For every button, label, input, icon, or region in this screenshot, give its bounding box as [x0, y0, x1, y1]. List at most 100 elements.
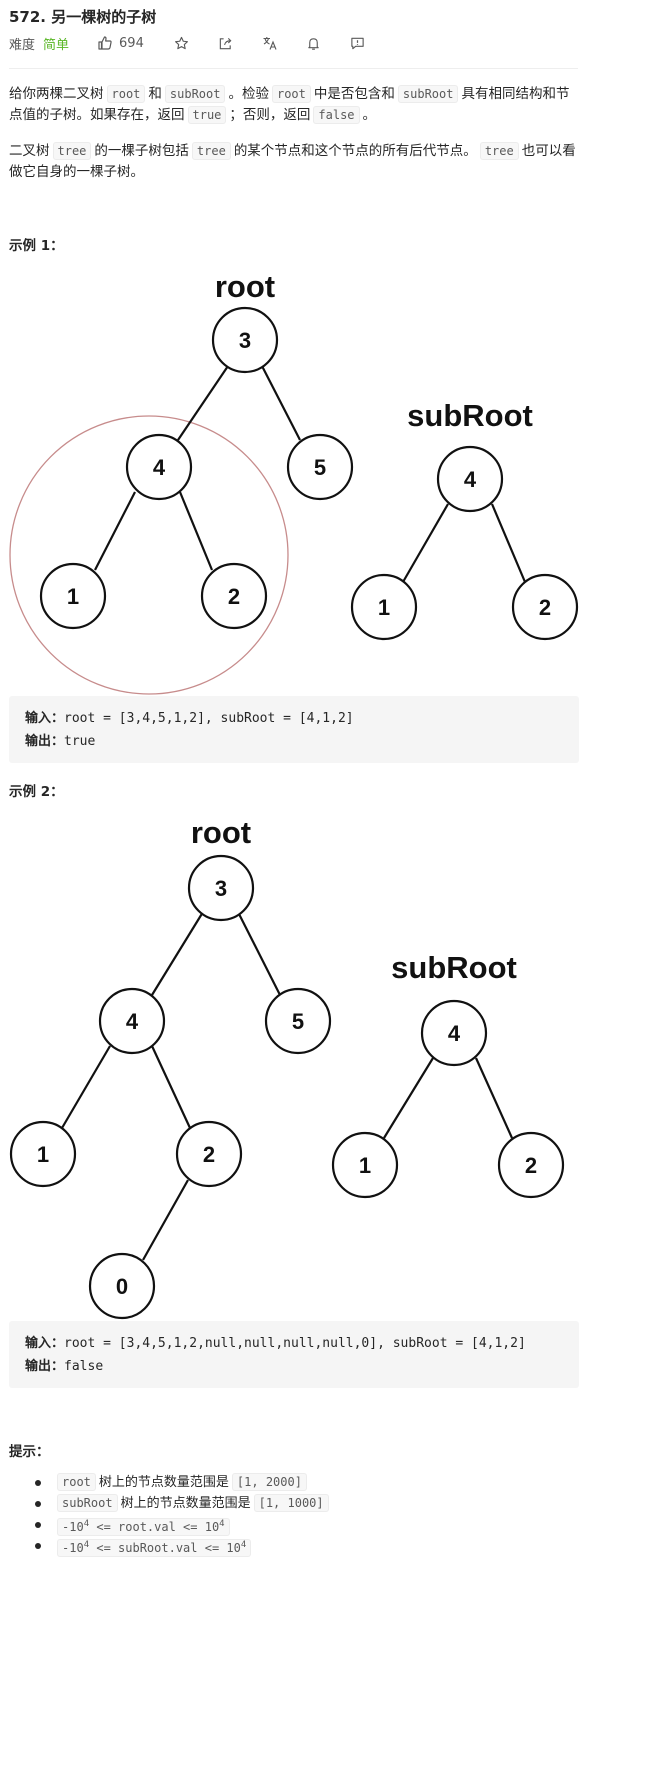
example-1-tree-diagram: root subRoot 3 4 5 1 2 4 1 [9, 269, 579, 695]
example-2-code-block: 输入：root = [3,4,5,1,2,null,null,null,null… [9, 1321, 579, 1388]
comment-icon [351, 37, 364, 49]
tree-node-value: 1 [359, 1153, 371, 1178]
list-item: -104 <= subRoot.val <= 104 [9, 1535, 332, 1557]
tree-node-value: 2 [539, 595, 551, 620]
like-count: 694 [119, 35, 144, 51]
tree-node [200, 562, 268, 630]
inline-code: root [57, 1473, 96, 1491]
tree-node [211, 306, 279, 374]
example-output: true [64, 734, 96, 749]
subroot-label: subRoot [391, 950, 517, 985]
tree-edge [261, 365, 301, 441]
tree-node [420, 999, 488, 1067]
tree-edge [178, 491, 214, 571]
inline-code: tree [191, 142, 231, 160]
tree-node [187, 854, 255, 922]
tree-edge [142, 1179, 189, 1261]
inline-code: [1, 2000] [231, 1473, 307, 1491]
tree-node [125, 433, 193, 501]
example-2-title: 示例 2： [9, 784, 64, 800]
root-label: root [215, 269, 275, 304]
share-button[interactable] [218, 33, 233, 53]
subscribe-button[interactable] [306, 33, 321, 53]
tree-node-value: 1 [378, 595, 390, 620]
inline-code: false [313, 106, 360, 124]
tips-title: 提示： [9, 1444, 50, 1460]
tree-node [350, 573, 418, 641]
tree-edge [177, 365, 229, 441]
inline-code: root [271, 85, 311, 103]
difficulty-label: 难度 [9, 37, 36, 53]
share-icon [219, 37, 232, 49]
example-input: root = [3,4,5,1,2], subRoot = [4,1,2] [64, 711, 354, 726]
tree-node-value: 5 [292, 1009, 304, 1034]
like-button[interactable]: 694 [97, 33, 144, 53]
tree-node-value: 2 [203, 1142, 215, 1167]
problem-meta-bar: 难度 简单 694 [9, 32, 365, 54]
example-1-title: 示例 1： [9, 238, 64, 254]
tree-node [286, 433, 354, 501]
tree-node [175, 1120, 243, 1188]
tree-node-value: 1 [67, 584, 79, 609]
tree-node [264, 987, 332, 1055]
example-input: root = [3,4,5,1,2,null,null,null,null,0]… [64, 1336, 526, 1351]
translate-button[interactable] [262, 33, 278, 53]
tree-node-value: 4 [153, 455, 166, 480]
list-item: -104 <= root.val <= 104 [9, 1514, 332, 1536]
example-1-code-block: 输入：root = [3,4,5,1,2], subRoot = [4,1,2]… [9, 696, 579, 763]
bell-icon [308, 37, 319, 50]
tree-node-value: 4 [464, 467, 477, 492]
difficulty-badge: 简单 [43, 37, 70, 53]
input-label: 输入： [25, 710, 65, 725]
inline-code: subRoot [57, 1494, 118, 1512]
tree-edge [402, 503, 449, 583]
inline-code: subRoot [164, 85, 226, 103]
translate-icon [263, 37, 277, 50]
tree-node [39, 562, 107, 630]
tree-node [98, 987, 166, 1055]
inline-code: root [106, 85, 146, 103]
tree-node-value: 1 [37, 1142, 49, 1167]
problem-title: 572. 另一棵树的子树 [9, 8, 157, 26]
tree-node [331, 1131, 399, 1199]
tree-node-value: 3 [215, 876, 227, 901]
thumb-up-icon [98, 36, 112, 50]
example-2-tree-diagram: root subRoot 3 4 5 1 2 [9, 815, 565, 1320]
inline-code: true [187, 106, 227, 124]
output-label: 输出： [25, 733, 65, 748]
tree-edge [237, 911, 281, 996]
tree-node-value: 2 [228, 584, 240, 609]
tree-node [88, 1252, 156, 1320]
tree-edge [474, 1057, 514, 1139]
tree-edge [383, 1057, 434, 1139]
inline-code: subRoot [397, 85, 459, 103]
tree-edge [490, 503, 527, 583]
tree-node [511, 573, 579, 641]
tree-node-value: 4 [126, 1009, 139, 1034]
header-divider [9, 68, 578, 69]
inline-code: -104 <= root.val <= 104 [57, 1518, 230, 1536]
tree-edge [94, 491, 136, 571]
output-label: 输出： [25, 1358, 65, 1373]
tree-node-value: 0 [116, 1274, 128, 1299]
star-icon [174, 36, 188, 49]
feedback-button[interactable] [350, 33, 365, 53]
tree-node-value: 5 [314, 455, 326, 480]
tree-node-value: 3 [239, 328, 251, 353]
favorite-button[interactable] [174, 33, 189, 53]
tree-edge [151, 1045, 191, 1129]
tree-edge [151, 911, 204, 996]
inline-code: -104 <= subRoot.val <= 104 [57, 1539, 252, 1557]
tree-node-value: 4 [448, 1021, 461, 1046]
input-label: 输入： [25, 1335, 65, 1350]
subroot-label: subRoot [407, 398, 533, 433]
tree-node [497, 1131, 565, 1199]
inline-code: tree [52, 142, 92, 160]
inline-code: tree [479, 142, 519, 160]
tree-edge [61, 1045, 111, 1129]
example-output: false [64, 1359, 104, 1374]
